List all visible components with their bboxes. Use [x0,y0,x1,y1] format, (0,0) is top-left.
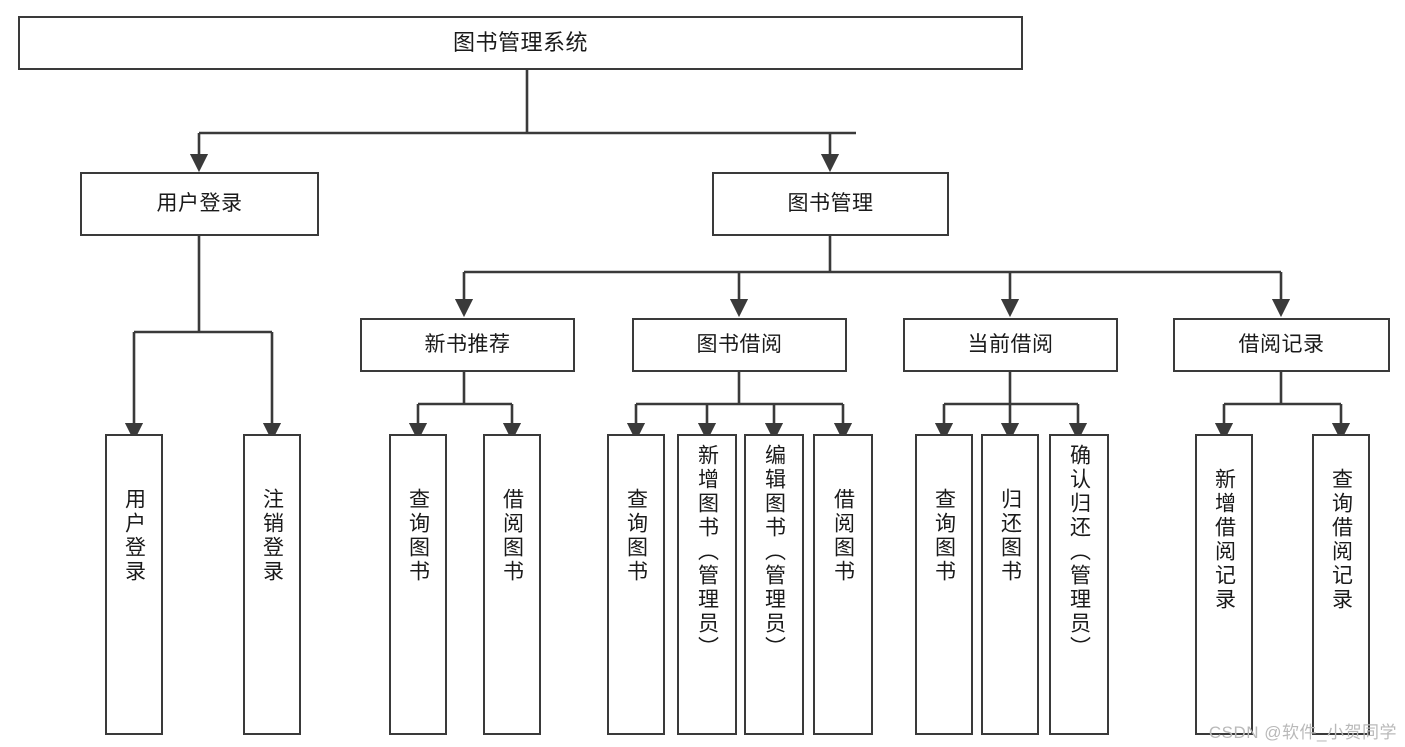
node-label: 编辑图书（管理员） [762,444,786,660]
leaf-current-borrow-return[interactable]: 归还图书 [981,434,1039,735]
leaf-borrow-record-add[interactable]: 新增借阅记录 [1195,434,1253,735]
node-new-book-recommend[interactable]: 新书推荐 [360,318,575,372]
node-label: 查询图书 [932,488,956,584]
node-label: 用户登录 [156,192,243,216]
node-label: 新增借阅记录 [1212,468,1236,612]
node-root-system[interactable]: 图书管理系统 [18,16,1023,70]
node-label: 归还图书 [998,488,1022,584]
node-label: 借阅图书 [831,488,855,584]
leaf-book-borrow-edit[interactable]: 编辑图书（管理员） [744,434,804,735]
node-label: 查询图书 [406,488,430,584]
node-label: 图书管理系统 [452,29,588,55]
node-borrow-record[interactable]: 借阅记录 [1173,318,1390,372]
leaf-user-login-login[interactable]: 用户登录 [105,434,163,735]
node-label: 查询借阅记录 [1329,468,1353,612]
leaf-current-borrow-confirm[interactable]: 确认归还（管理员） [1049,434,1109,735]
leaf-new-book-query[interactable]: 查询图书 [389,434,447,735]
node-label: 借阅记录 [1238,333,1325,357]
leaf-new-book-borrow[interactable]: 借阅图书 [483,434,541,735]
leaf-book-borrow-borrow[interactable]: 借阅图书 [813,434,873,735]
node-book-manage[interactable]: 图书管理 [712,172,949,236]
node-label: 新书推荐 [424,333,511,357]
node-label: 图书借阅 [696,333,783,357]
leaf-current-borrow-query[interactable]: 查询图书 [915,434,973,735]
node-label: 借阅图书 [500,488,524,584]
node-label: 图书管理 [787,192,874,216]
node-label: 查询图书 [624,488,648,584]
leaf-book-borrow-query[interactable]: 查询图书 [607,434,665,735]
leaf-book-borrow-add[interactable]: 新增图书（管理员） [677,434,737,735]
node-label: 用户登录 [122,488,146,584]
node-label: 新增图书（管理员） [695,444,719,660]
watermark: CSDN @软件_小贺同学 [1208,723,1397,742]
node-current-borrow[interactable]: 当前借阅 [903,318,1118,372]
node-label: 当前借阅 [967,333,1054,357]
leaf-borrow-record-query[interactable]: 查询借阅记录 [1312,434,1370,735]
node-book-borrow[interactable]: 图书借阅 [632,318,847,372]
node-user-login[interactable]: 用户登录 [80,172,319,236]
leaf-user-login-logout[interactable]: 注销登录 [243,434,301,735]
node-label: 注销登录 [260,488,284,584]
node-label: 确认归还（管理员） [1067,444,1091,660]
